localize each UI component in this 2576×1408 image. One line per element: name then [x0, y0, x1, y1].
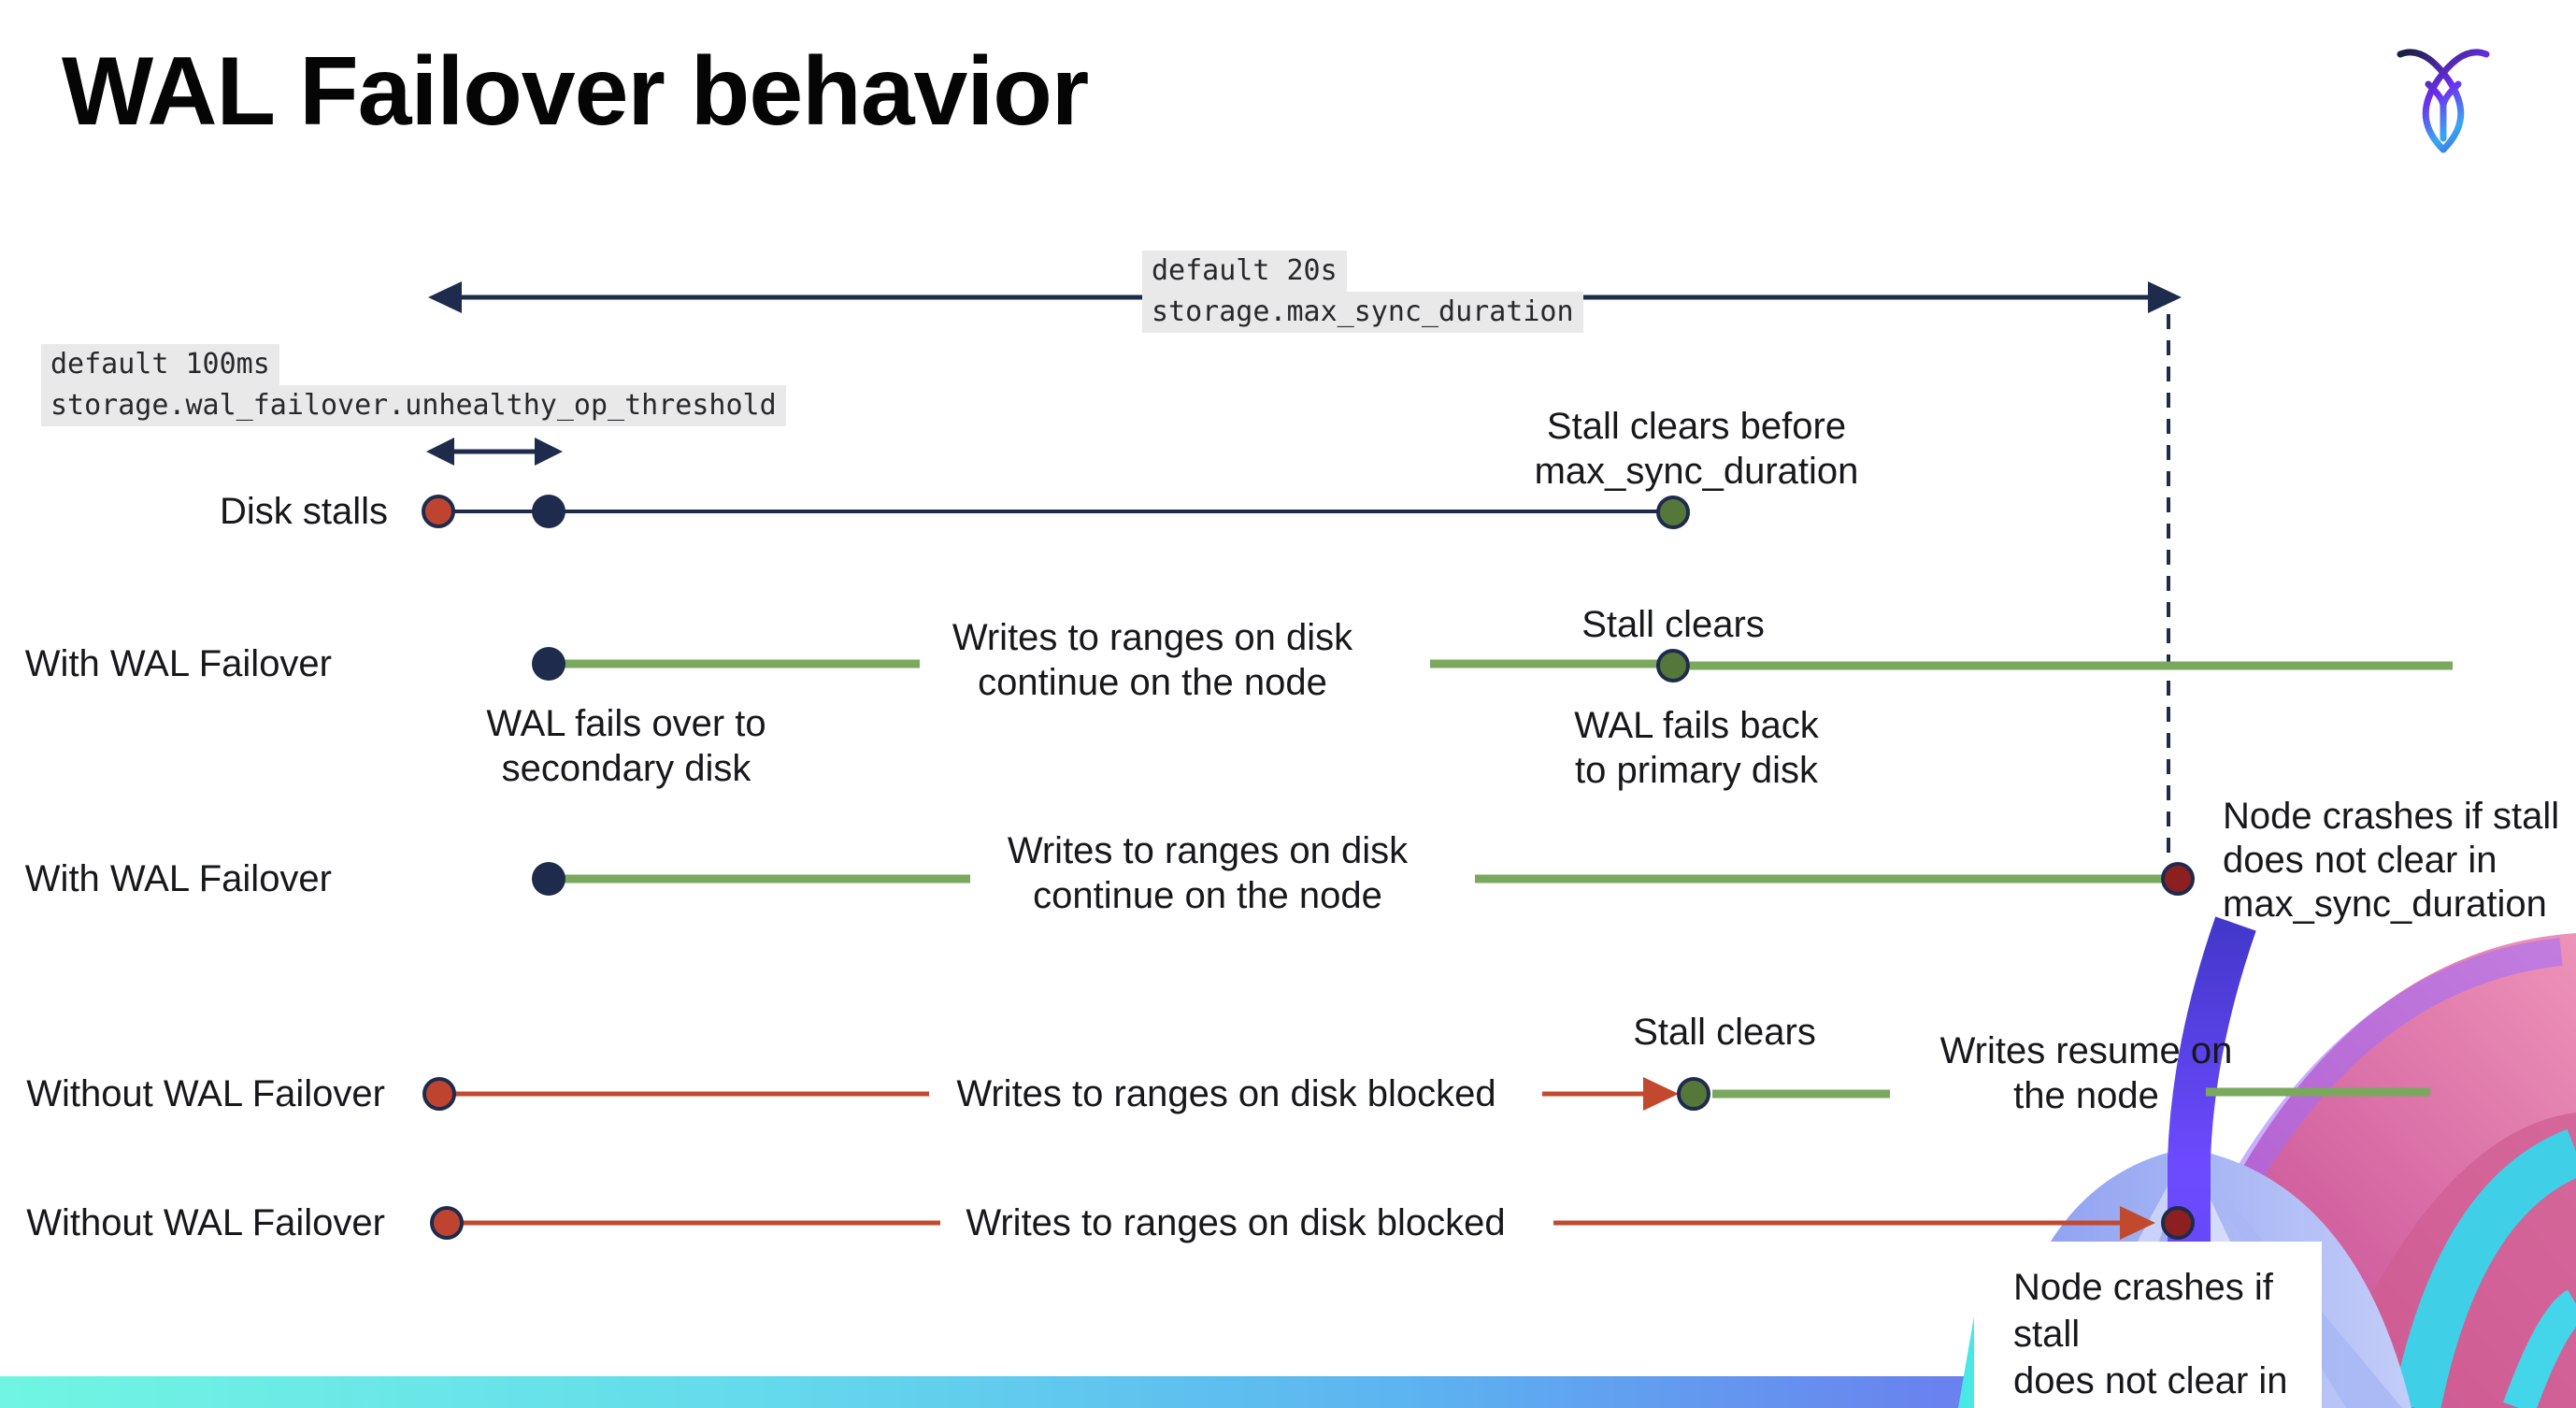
row-disk-stalls: [422, 495, 1690, 529]
note-line: Node crashes if stall: [2013, 1267, 2273, 1355]
note-node-crashes-2-box: Node crashes if stall does not clear in …: [1974, 1242, 2338, 1408]
note-line: max_sync_duration: [2013, 1404, 2338, 1408]
note-line: does not clear in: [2013, 1360, 2288, 1401]
stall-clears-dot: [1656, 649, 1690, 682]
row-without-failover-crash: [430, 1206, 2195, 1240]
stall-start-dot: [430, 1206, 464, 1240]
failover-dot: [532, 862, 565, 896]
row-with-failover-clears: [532, 647, 2453, 682]
note-node-crashes-2: Node crashes if stall does not clear in …: [1974, 1242, 2338, 1408]
cockroachdb-logo-icon: [2397, 49, 2490, 153]
crash-dot: [2161, 1206, 2195, 1240]
stall-start-dot: [422, 1077, 456, 1111]
stall-clears-dot: [1656, 496, 1690, 529]
purple-band: [2168, 916, 2256, 1408]
failover-dot: [532, 647, 565, 681]
max-sync-duration-arrow: [428, 281, 2182, 313]
threshold-arrow: [426, 438, 563, 466]
crash-dot: [2161, 862, 2195, 896]
failover-threshold-dot: [532, 495, 565, 528]
stall-start-dot: [422, 495, 455, 528]
row-with-failover-crash: [532, 862, 2195, 896]
cyan-arcs: [2392, 1128, 2576, 1408]
row-without-failover-clears: [422, 1077, 2430, 1111]
stall-clears-dot: [1677, 1077, 1710, 1111]
